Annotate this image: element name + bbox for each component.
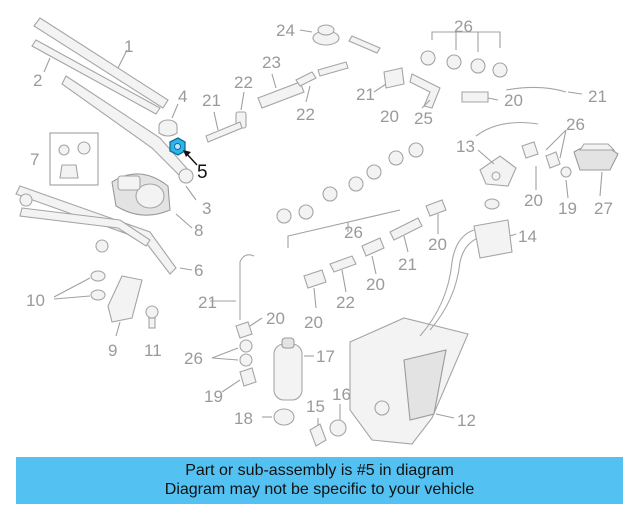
hose-23 [257,81,305,109]
callout-20b: 20 [504,91,523,110]
nut-part-5 [169,137,186,156]
callout-18: 18 [234,409,253,428]
callout-6: 6 [194,261,203,280]
hose-21c [505,86,567,93]
info-banner: Part or sub-assembly is #5 in diagram Di… [16,457,623,504]
connector-pipe [348,35,381,54]
callout-26d: 26 [184,349,203,368]
washer-reservoir-12 [349,317,469,445]
callout-labels: 1 2 3 4 5 6 7 8 9 10 11 12 13 14 15 16 1… [26,17,613,430]
callout-5: 5 [197,162,208,183]
callout-26c: 26 [344,223,363,242]
callout-19b: 19 [558,199,577,218]
sleeve-20a [461,91,489,103]
filler-hose [429,237,479,331]
callout-20f: 20 [304,313,323,332]
hose-21e [239,254,255,320]
hose-21a [205,121,243,143]
hose-upper-right [475,121,539,137]
callout-26b: 26 [566,115,585,134]
clips-26b [276,142,424,248]
fitting-22c [329,255,357,273]
callout-21b: 21 [356,85,375,104]
grommets-10 [90,270,106,301]
wiper-motor [111,173,171,216]
filler-hose-inner [419,229,475,337]
callout-2: 2 [33,71,42,90]
callout-15: 15 [306,397,325,416]
callout-25: 25 [414,109,433,128]
callout-26a: 26 [454,17,473,36]
fitting-19a [560,166,572,178]
fitting-22b [295,61,349,87]
callout-14: 14 [518,227,537,246]
callout-3: 3 [202,199,211,218]
wiper-linkage [15,185,177,275]
sleeve-20g [235,321,253,339]
level-sensor-15 [309,423,327,447]
callout-20d: 20 [428,235,447,254]
valve-20c [545,151,561,169]
callout-21e: 21 [198,293,217,312]
banner-line-1: Part or sub-assembly is #5 in diagram [185,462,454,479]
callout-23: 23 [262,53,281,72]
callout-21c: 21 [588,87,607,106]
fitting-19b [239,367,257,387]
callout-1: 1 [124,37,133,56]
t-connector-25 [409,73,441,109]
callout-11: 11 [144,341,162,360]
callout-22c: 22 [336,293,355,312]
callout-27: 27 [594,199,613,218]
grommet-18 [273,408,295,426]
callout-7: 7 [30,150,39,169]
filler-neck-14 [473,198,513,259]
exploded-parts-diagram: 1 2 3 4 5 6 7 8 9 10 11 12 13 14 15 16 1… [15,17,619,447]
seal-16 [329,419,347,437]
callout-20c: 20 [524,191,543,210]
callout-20e: 20 [366,275,385,294]
connector-20b [521,141,539,159]
bracket-group-7 [58,141,91,179]
grommet-24 [312,24,340,46]
clips-26c [211,339,253,367]
cap-part [158,119,178,137]
callout-19a: 19 [204,387,223,406]
connector-21d [389,217,423,241]
jet-bracket-13 [479,155,517,187]
banner-line-2: Diagram may not be specific to your vehi… [164,481,475,498]
sleeve-21b [383,67,405,89]
mount-bracket-9 [107,275,143,323]
callout-9: 9 [108,341,117,360]
callout-21d: 21 [398,255,417,274]
callout-21a: 21 [202,91,221,110]
callout-22a: 22 [234,73,253,92]
wiper-arm [61,75,194,184]
sleeve-20e [361,237,385,257]
washer-pump-17 [273,337,303,401]
screw-11 [145,305,159,329]
callout-24: 24 [276,21,295,40]
callout-8: 8 [194,221,203,240]
sleeve-20f [303,269,327,289]
callout-22b: 22 [296,105,315,124]
callout-10: 10 [26,291,45,310]
callout-16: 16 [332,385,351,404]
callout-13: 13 [456,137,475,156]
callout-20a: 20 [380,107,399,126]
callout-12: 12 [457,411,476,430]
wiper-blade [31,17,169,115]
callout-20g: 20 [266,309,285,328]
callout-17: 17 [316,347,335,366]
clips-26a [420,31,508,78]
washer-jet-27 [573,143,619,171]
callout-4: 4 [178,87,187,106]
sleeve-20d [425,199,447,217]
